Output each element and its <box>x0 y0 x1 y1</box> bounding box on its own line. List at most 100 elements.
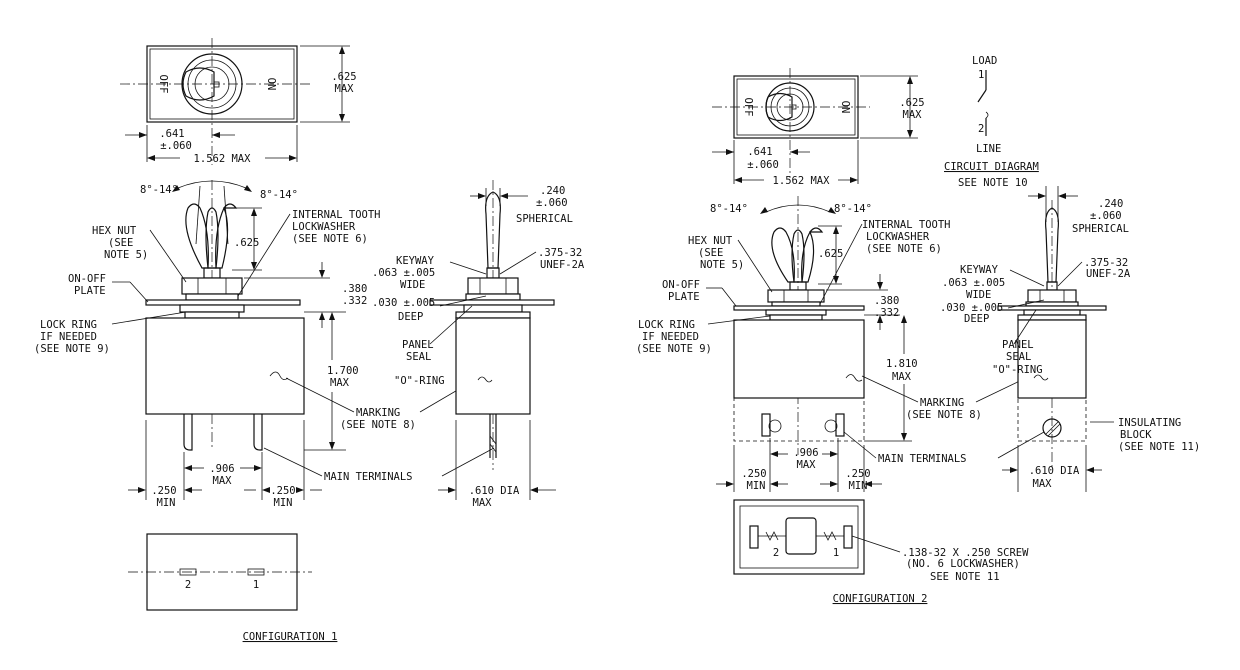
c1-keyway-label-3: .030 ±.005 <box>372 297 435 309</box>
circuit-diagram: LOAD 1 2 LINE CIRCUIT DIAGRAM SEE NOTE 1… <box>944 55 1039 189</box>
c1-front-view: 8°-14° 8°-14° HEX NUT (SEE NOTE 5) INTER… <box>34 180 495 509</box>
c2-250-left-min: MIN <box>747 480 766 492</box>
c1-906-max: MAX <box>213 475 233 487</box>
c1-dia-610-max: MAX <box>473 497 493 509</box>
c2-250-left-dim: .250 <box>741 468 766 480</box>
c2-906-dim: .906 <box>793 447 818 459</box>
c1-plate-label-1: PLATE <box>74 285 106 297</box>
c2-angle-left-label: 8°-14° <box>710 203 748 215</box>
c1-hex-nut-label-2: NOTE 5) <box>104 249 148 261</box>
c1-title: CONFIGURATION 1 <box>243 631 338 643</box>
c2-keyway-label-4: DEEP <box>964 313 989 325</box>
c2-lockwasher-label-1: LOCKWASHER <box>866 231 930 243</box>
c2-plate-label-1: PLATE <box>668 291 700 303</box>
c1-lockwasher-label-0: INTERNAL TOOTH <box>292 209 381 221</box>
c2-lockwasher-label-0: INTERNAL TOOTH <box>862 219 951 231</box>
c1-plate-label-0: ON-OFF <box>68 273 106 285</box>
c1-250-left-dim: .250 <box>151 485 176 497</box>
c1-dia-610-dim: .610 DIA <box>469 485 520 497</box>
c1-1700-dim: 1.700 <box>327 365 359 377</box>
c1-lockwasher-label-2: (SEE NOTE 6) <box>292 233 368 245</box>
c2-lock-ring-label-0: LOCK RING <box>638 319 695 331</box>
c2-screw-label-1: (NO. 6 LOCKWASHER) <box>906 558 1020 570</box>
c2-dia-610-dim: .610 DIA <box>1029 465 1080 477</box>
c2-insulating-label-1: BLOCK <box>1120 429 1152 441</box>
c1-top-625-dim: .625 <box>331 71 356 83</box>
c2-250-right-dim: .250 <box>845 468 870 480</box>
c2-angle-right-label: 8°-14° <box>834 203 872 215</box>
c2-bottom-term-2: 2 <box>773 547 779 559</box>
c2-panel-seal-label-0: PANEL <box>1002 339 1034 351</box>
c1-250-left-min: MIN <box>157 497 176 509</box>
c2-marking-label-1: (SEE NOTE 8) <box>906 409 982 421</box>
c1-top-625-max: MAX <box>335 83 355 95</box>
c1-lockwasher-label-1: LOCKWASHER <box>292 221 356 233</box>
c2-lockwasher-label-2: (SEE NOTE 6) <box>866 243 942 255</box>
c2-lock-ring-label-1: IF NEEDED <box>642 331 699 343</box>
c1-side-060-tol: ±.060 <box>536 197 568 209</box>
c2-side-060-tol: ±.060 <box>1090 210 1122 222</box>
configuration-2: OFF ON .625 MAX .641 ±.060 1.562 MAX 8°-… <box>636 68 1200 605</box>
c2-hex-nut-label-0: HEX NUT <box>688 235 733 247</box>
c1-top-view: OFF ON .625 MAX .641 ±.060 1.562 MAX <box>120 38 357 165</box>
c2-top-view: OFF ON .625 MAX .641 ±.060 1.562 MAX <box>712 68 925 187</box>
circuit-title: CIRCUIT DIAGRAM <box>944 161 1039 173</box>
c2-keyway-label-1: .063 ±.005 <box>942 277 1005 289</box>
c2-hex-nut-label-2: NOTE 5) <box>700 259 744 271</box>
c2-main-terminals-label: MAIN TERMINALS <box>878 453 967 465</box>
c1-250-right-dim: .250 <box>270 485 295 497</box>
circuit-pin-2: 2 <box>978 123 984 135</box>
c2-top-641-tol: ±.060 <box>747 159 779 171</box>
c2-screw-label-0: .138-32 X .250 SCREW <box>902 547 1029 559</box>
c1-keyway-label-2: WIDE <box>400 279 425 291</box>
c1-906-dim: .906 <box>209 463 234 475</box>
c2-keyway-label-0: KEYWAY <box>960 264 999 276</box>
c1-keyway-label-0: KEYWAY <box>396 255 435 267</box>
c2-hex-nut-label-1: (SEE <box>698 247 723 259</box>
circuit-line-label: LINE <box>976 143 1001 155</box>
c2-keyway-label-2: WIDE <box>966 289 991 301</box>
c1-keyway-label-1: .063 ±.005 <box>372 267 435 279</box>
c2-lever-625-dim: .625 <box>818 248 843 260</box>
c2-1810-max: MAX <box>892 371 912 383</box>
c2-906-max: MAX <box>797 459 817 471</box>
c1-top-1562-dim: 1.562 MAX <box>194 153 252 165</box>
c2-lock-ring-label-2: (SEE NOTE 9) <box>636 343 712 355</box>
c2-thread-label-1: UNEF-2A <box>1086 268 1131 280</box>
c2-screw-label-2: SEE NOTE 11 <box>930 571 1000 583</box>
c2-top-on-label: ON <box>839 101 851 114</box>
c1-380-dim: .380 <box>342 283 367 295</box>
c1-lever-625-dim: .625 <box>234 237 259 249</box>
c2-side-spherical: SPHERICAL <box>1072 223 1129 235</box>
c2-bottom-term-1: 1 <box>833 547 839 559</box>
c1-top-641-tol: ±.060 <box>160 140 192 152</box>
c1-marking-label-0: MARKING <box>356 407 400 419</box>
c2-1810-dim: 1.810 <box>886 358 918 370</box>
c2-332-dim: .332 <box>874 307 899 319</box>
c2-insulating-label-0: INSULATING <box>1118 417 1181 429</box>
c2-bottom-view: 2 1 .138-32 X .250 SCREW (NO. 6 LOCKWASH… <box>733 499 1029 583</box>
c2-top-1562-dim: 1.562 MAX <box>773 175 831 187</box>
c2-panel-seal-label-2: "O"-RING <box>992 364 1043 376</box>
circuit-load-label: LOAD <box>972 55 997 67</box>
c2-top-625-max: MAX <box>903 109 923 121</box>
c1-1700-max: MAX <box>330 377 350 389</box>
c2-marking-label-0: MARKING <box>920 397 964 409</box>
c1-thread-label-1: UNEF-2A <box>540 259 585 271</box>
c2-thread-label-0: .375-32 <box>1084 257 1128 269</box>
c2-insulating-label-2: (SEE NOTE 11) <box>1118 441 1200 453</box>
c2-title: CONFIGURATION 2 <box>833 593 928 605</box>
c1-lock-ring-label-2: (SEE NOTE 9) <box>34 343 110 355</box>
c1-lock-ring-label-1: IF NEEDED <box>40 331 97 343</box>
c2-keyway-label-3: .030 ±.005 <box>940 302 1003 314</box>
c1-top-641-dim: .641 <box>159 128 184 140</box>
c2-side-240-dim: .240 <box>1098 198 1123 210</box>
c1-bottom-view: 2 1 <box>128 533 312 611</box>
c1-keyway-label-4: DEEP <box>398 311 423 323</box>
c1-panel-seal-label-1: SEAL <box>406 351 431 363</box>
c1-panel-seal-label-2: "O"-RING <box>394 375 445 387</box>
c2-panel-seal-label-1: SEAL <box>1006 351 1031 363</box>
c2-380-dim: .380 <box>874 295 899 307</box>
c1-top-on-label: ON <box>265 78 277 91</box>
